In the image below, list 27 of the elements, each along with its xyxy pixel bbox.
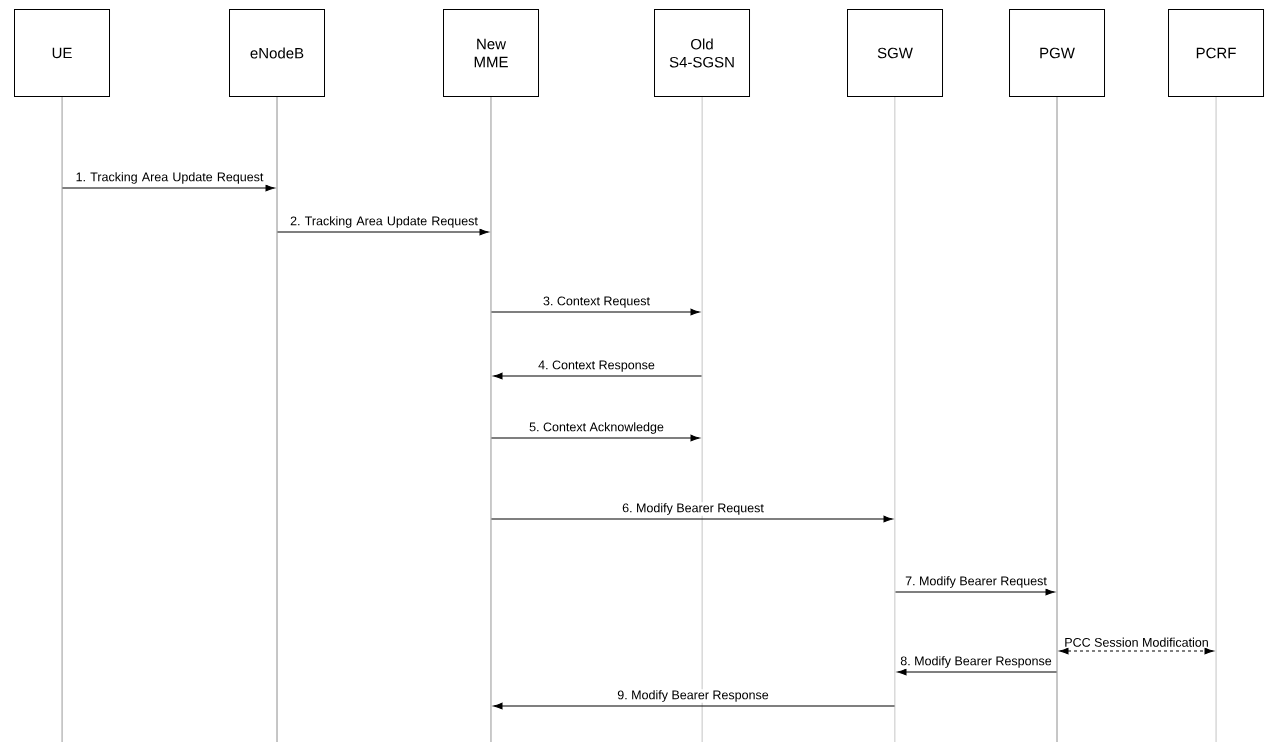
edge-label: 7. Modify Bearer Request <box>904 575 1048 589</box>
message-arrow <box>493 372 702 380</box>
edge-label: 5. Context Acknowledge <box>528 421 665 435</box>
message-arrow <box>897 668 1057 676</box>
edge-label: 9. Modify Bearer Response <box>616 689 770 703</box>
edge-label: 2. Tracking Area Update Request <box>285 215 483 229</box>
participant-box: PGW <box>1009 9 1105 97</box>
edge-label: 1. Tracking Area Update Request <box>71 171 268 185</box>
edge-label: PCC Session Modification <box>1063 636 1210 648</box>
message-arrow <box>491 515 893 523</box>
edge-label: 4. Context Response <box>537 359 656 373</box>
message-arrow <box>277 228 489 236</box>
message-arrow <box>491 434 700 442</box>
edge-label: 6. Modify Bearer Request <box>621 502 765 516</box>
message-arrow <box>895 588 1055 596</box>
message-arrow <box>491 308 700 316</box>
participant-box: SGW <box>847 9 943 97</box>
participant-box: PCRF <box>1168 9 1264 97</box>
message-arrow <box>493 702 895 710</box>
message-arrow <box>1059 647 1214 655</box>
edge-label: 3. Context Request <box>542 295 651 309</box>
participant-box: UE <box>14 9 110 97</box>
participant-box: eNodeB <box>229 9 325 97</box>
participant-box: Old S4-SGSN <box>654 9 750 97</box>
participant-box: New MME <box>443 9 539 97</box>
edge-label: 8. Modify Bearer Response <box>899 655 1053 669</box>
message-arrow <box>62 184 275 192</box>
